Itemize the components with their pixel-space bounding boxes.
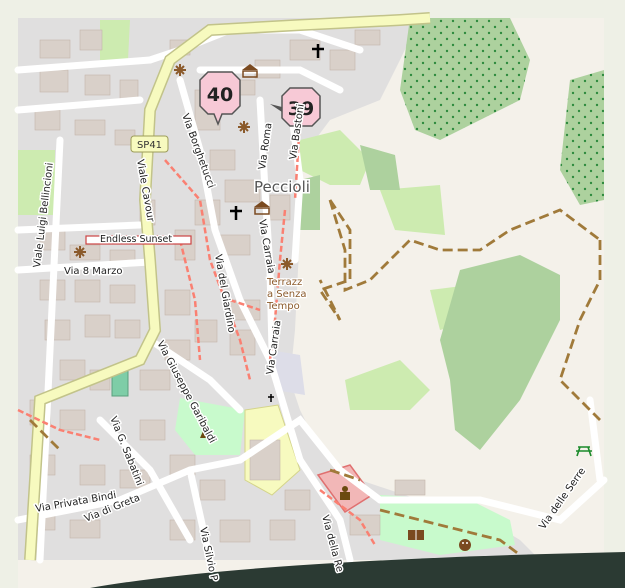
meadow-area xyxy=(380,185,445,235)
statue-icon[interactable] xyxy=(340,486,350,500)
church-icon[interactable] xyxy=(230,206,242,220)
town-label: Peccioli xyxy=(254,178,310,196)
orchard-pattern xyxy=(560,70,604,205)
poi-label-endless-sunset: Endless Sunset xyxy=(100,234,172,245)
endless-sunset-bar xyxy=(85,235,192,245)
bottom-banner xyxy=(90,552,625,588)
street-label: Via 8 Marzo xyxy=(64,266,122,277)
footways xyxy=(17,119,377,546)
library-icon[interactable] xyxy=(408,530,424,540)
main-road-sp41 xyxy=(25,13,431,561)
poi-label: Tempo xyxy=(266,301,300,312)
forest-area xyxy=(300,175,320,230)
poi-label: a Senza xyxy=(267,289,307,300)
wayside-cross-icon xyxy=(268,394,274,402)
marker-40-label: 40 xyxy=(207,84,233,106)
route-shield: SP41 xyxy=(130,135,169,153)
orchard-pattern xyxy=(400,18,530,140)
museum-icon[interactable] xyxy=(242,64,258,78)
marker-40[interactable]: 40 xyxy=(199,71,241,127)
viewpoint-icon[interactable] xyxy=(74,246,86,258)
minor-roads xyxy=(14,26,608,564)
meadow-area xyxy=(300,130,370,185)
picnic-icon[interactable] xyxy=(576,446,592,457)
marker-39-label: 39 xyxy=(288,98,314,120)
meadow-area xyxy=(18,150,55,215)
marker-39[interactable]: 39 xyxy=(270,87,321,127)
viewpoint-icon[interactable] xyxy=(281,258,293,270)
tracks xyxy=(29,199,602,557)
theatre-icon[interactable] xyxy=(459,539,471,551)
viewpoint-icon[interactable] xyxy=(238,121,250,133)
poi-label: Terrazz xyxy=(266,277,302,288)
forest-area xyxy=(360,145,400,190)
park-area xyxy=(175,398,245,455)
museum-icon[interactable] xyxy=(254,201,270,215)
meadow-area xyxy=(100,20,130,60)
route-shield-label: SP41 xyxy=(137,140,162,151)
viewpoint-icon[interactable] xyxy=(174,64,186,76)
church-icon[interactable] xyxy=(312,44,324,58)
monument-icon[interactable] xyxy=(200,424,212,438)
meadow-area xyxy=(345,360,430,410)
forest-area xyxy=(440,255,560,450)
